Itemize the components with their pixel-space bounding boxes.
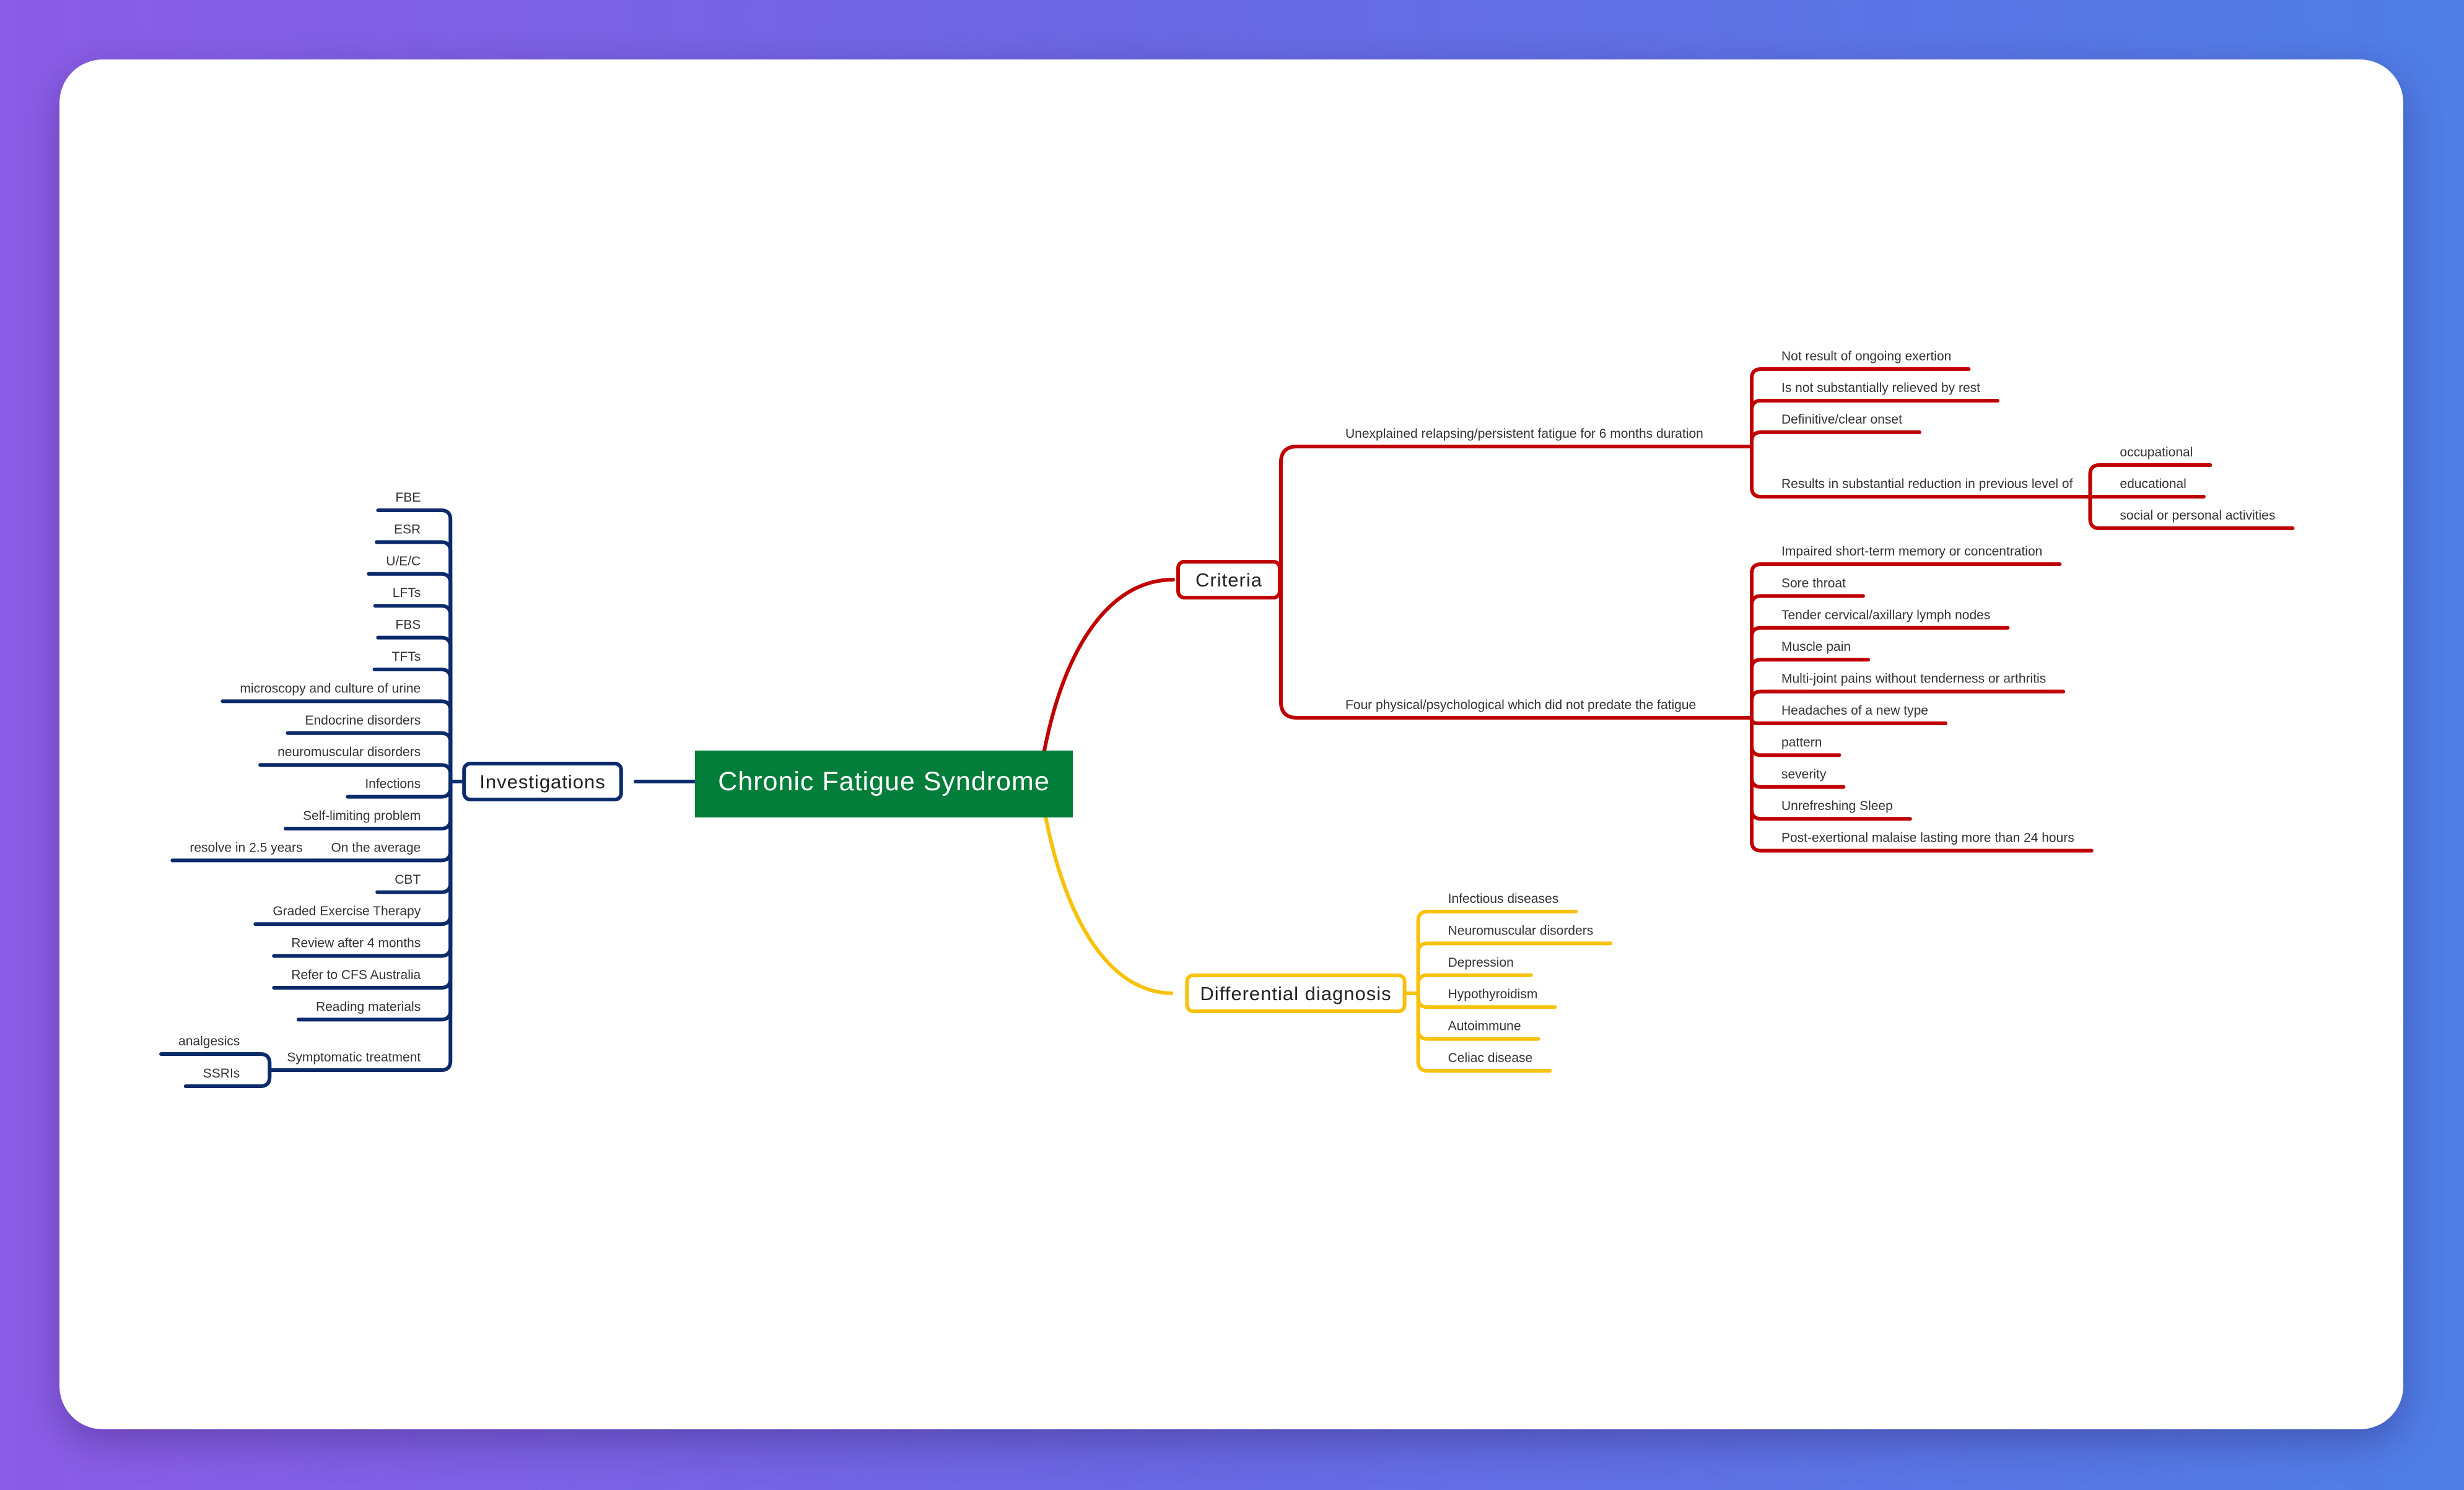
investigations-item-connector bbox=[430, 731, 453, 783]
differential-item: Depression bbox=[1448, 956, 1514, 970]
differential-connector bbox=[1042, 809, 1174, 995]
criteria-item: Multi-joint pains without tenderness or … bbox=[1781, 672, 2046, 686]
investigations-subitem: analgesics bbox=[178, 1034, 240, 1048]
investigations-item-connector bbox=[430, 763, 453, 783]
investigations-subitem-connector bbox=[249, 1068, 272, 1088]
investigations-item: On the average bbox=[331, 840, 421, 855]
investigations-item-connector bbox=[430, 635, 453, 783]
criteria-item-connector bbox=[1750, 716, 1772, 821]
differential-item-connector bbox=[1416, 991, 1439, 1009]
investigations-item-connector bbox=[430, 699, 453, 783]
criteria-group-label: Four physical/psychological which did no… bbox=[1345, 698, 1696, 712]
criteria-item: Results in substantial reduction in prev… bbox=[1781, 477, 2073, 491]
differential-item: Infectious diseases bbox=[1448, 892, 1559, 906]
investigations-item: CBT bbox=[395, 873, 421, 887]
criteria-item-connector bbox=[1750, 367, 1772, 448]
criteria-subitem-connector bbox=[2088, 463, 2111, 499]
criteria-item: Muscle pain bbox=[1781, 640, 1851, 654]
criteria-item-connector bbox=[1750, 689, 1772, 720]
investigations-item-connector bbox=[430, 604, 453, 783]
investigations-item-connector bbox=[430, 780, 453, 926]
investigations-item: Self-limiting problem bbox=[303, 809, 421, 823]
differential-item: Autoimmune bbox=[1448, 1019, 1521, 1034]
mind-map: Chronic Fatigue Syndrome Criteria Unexplai… bbox=[159, 349, 2295, 1088]
connector-layer bbox=[159, 367, 2295, 1088]
investigations-item-connector bbox=[430, 780, 453, 830]
criteria-item: Definitive/clear onset bbox=[1781, 412, 1902, 427]
investigations-item: FBE bbox=[395, 490, 421, 505]
criteria-subitem-connector bbox=[2088, 495, 2111, 530]
criteria-item: Sore throat bbox=[1781, 576, 1846, 590]
differential-item: Hypothyroidism bbox=[1448, 987, 1538, 1001]
investigations-item: Reading materials bbox=[316, 1000, 421, 1014]
differential-item-connector bbox=[1416, 910, 1439, 995]
investigations-item: Endocrine disorders bbox=[305, 713, 421, 728]
differential-item: Neuromuscular disorders bbox=[1448, 923, 1594, 938]
investigations-item-connector bbox=[430, 780, 453, 958]
differential-item-connector bbox=[1416, 941, 1439, 995]
criteria-item-connector bbox=[1750, 716, 1772, 853]
criteria-group-connector bbox=[1278, 578, 1319, 720]
investigations-item: TFTs bbox=[392, 650, 421, 664]
differential-item-connector bbox=[1416, 973, 1439, 995]
differential-item: Celiac disease bbox=[1448, 1051, 1533, 1065]
investigations-item-connector bbox=[430, 540, 453, 783]
criteria-item: Not result of ongoing exertion bbox=[1781, 349, 1951, 364]
criteria-item-connector bbox=[1750, 430, 1772, 448]
investigations-item: U/E/C bbox=[386, 554, 421, 569]
canvas-card: Chronic Fatigue Syndrome Criteria Unexplai… bbox=[59, 59, 2403, 1429]
criteria-subitem: social or personal activities bbox=[2120, 508, 2275, 523]
investigations-node-label: Investigations bbox=[479, 771, 606, 793]
criteria-group-connector bbox=[1278, 445, 1319, 582]
criteria-node-label: Criteria bbox=[1195, 569, 1262, 591]
criteria-connector bbox=[1042, 578, 1175, 752]
root-node-label: Chronic Fatigue Syndrome bbox=[718, 767, 1049, 796]
criteria-item-connector bbox=[1750, 562, 1772, 720]
criteria-item-connector bbox=[1750, 594, 1772, 720]
investigations-item: Refer to CFS Australia bbox=[291, 968, 421, 982]
investigations-item: Symptomatic treatment bbox=[287, 1050, 421, 1065]
criteria-subitem: occupational bbox=[2120, 445, 2193, 460]
investigations-item: Graded Exercise Therapy bbox=[273, 904, 421, 918]
differential-node[interactable] bbox=[1185, 974, 1407, 1013]
investigations-item: neuromuscular disorders bbox=[277, 745, 421, 759]
differential-node-label: Differential diagnosis bbox=[1200, 983, 1391, 1004]
criteria-item: Post-exertional malaise lasting more tha… bbox=[1781, 831, 2074, 845]
differential-item-connector bbox=[1416, 991, 1439, 1041]
differential-item-connector bbox=[1416, 991, 1439, 1073]
investigations-node[interactable] bbox=[462, 762, 623, 801]
criteria-item-connector bbox=[1750, 716, 1772, 725]
investigations-subitem: SSRIs bbox=[203, 1066, 240, 1081]
investigations-item-connector bbox=[430, 668, 453, 783]
criteria-item: Headaches of a new type bbox=[1781, 704, 1928, 718]
criteria-item-connector bbox=[1750, 658, 1772, 720]
criteria-item: Tender cervical/axillary lymph nodes bbox=[1781, 608, 1990, 622]
investigations-item: Review after 4 months bbox=[291, 936, 421, 951]
investigations-item: microscopy and culture of urine bbox=[240, 681, 421, 695]
node-layer: Chronic Fatigue Syndrome Criteria Unexplai… bbox=[178, 349, 2275, 1081]
investigations-item: ESR bbox=[394, 522, 421, 536]
criteria-item: Is not substantially relieved by rest bbox=[1781, 381, 1980, 395]
investigations-item-connector bbox=[430, 572, 453, 783]
criteria-item: Impaired short-term memory or concentrat… bbox=[1781, 544, 2042, 559]
investigations-item: LFTs bbox=[393, 586, 421, 600]
criteria-subitem: educational bbox=[2120, 477, 2186, 491]
investigations-item: Infections bbox=[365, 777, 421, 791]
criteria-item: severity bbox=[1781, 767, 1827, 782]
investigations-subitem: resolve in 2.5 years bbox=[190, 840, 302, 855]
investigations-subitem-connector bbox=[249, 1052, 272, 1072]
investigations-item-connector bbox=[430, 780, 453, 1072]
criteria-node[interactable] bbox=[1176, 560, 1282, 599]
criteria-item-connector bbox=[1750, 445, 1772, 499]
criteria-group-label: Unexplained relapsing/persistent fatigue… bbox=[1345, 427, 1703, 441]
investigations-item-connector bbox=[430, 780, 453, 799]
criteria-item-connector bbox=[1750, 399, 1772, 448]
root-node[interactable] bbox=[695, 751, 1073, 817]
criteria-item: Unrefreshing Sleep bbox=[1781, 799, 1893, 813]
criteria-item: pattern bbox=[1781, 735, 1822, 749]
investigations-item-connector bbox=[430, 508, 453, 783]
criteria-item-connector bbox=[1750, 625, 1772, 720]
investigations-item: FBS bbox=[395, 618, 421, 632]
